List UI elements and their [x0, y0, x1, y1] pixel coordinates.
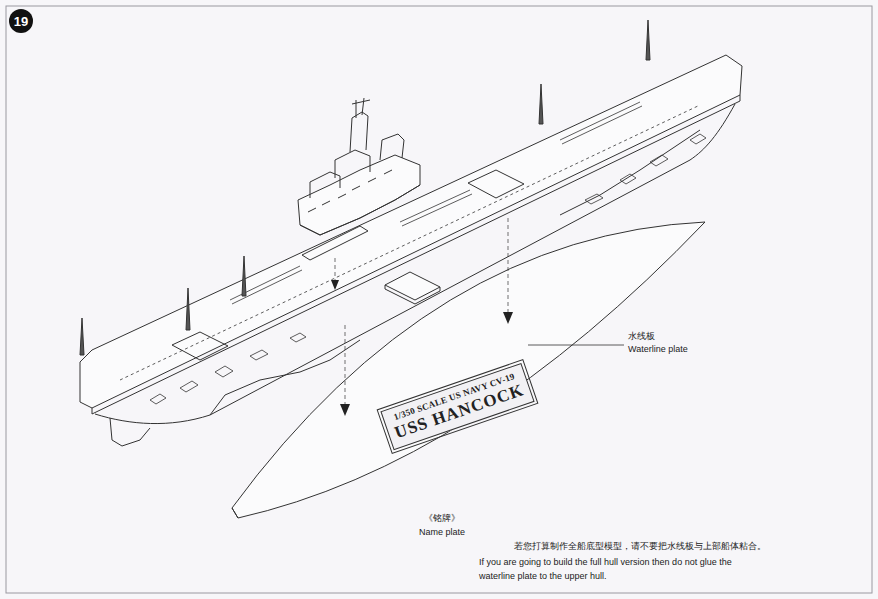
part-name-en: Name plate: [419, 527, 465, 538]
step-number: 19: [9, 9, 33, 33]
part-name-zh: 水线板: [628, 331, 655, 341]
part-name-zh: 《铭牌》: [424, 513, 460, 523]
part-name-en: Waterline plate: [628, 344, 688, 355]
note-en: If you are going to build the full hull …: [479, 556, 757, 583]
step-number-text: 19: [14, 15, 28, 28]
note-zh: 若您打算制作全船底型模型，请不要把水线板与上部船体粘合。: [514, 541, 766, 551]
